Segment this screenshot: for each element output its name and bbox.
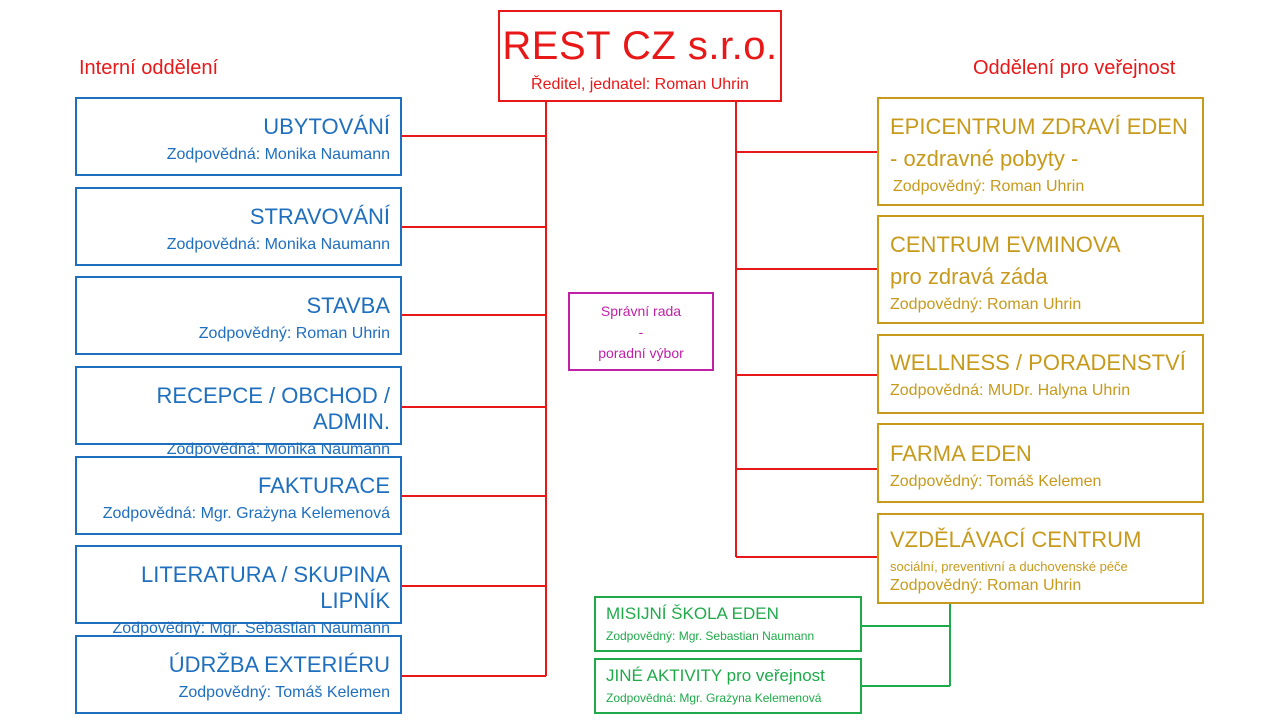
unit-manager: Zodpovědná: Mgr. Grażyna Kelemenová [606, 691, 822, 705]
dept-title: WELLNESS / PORADENSTVÍ [890, 350, 1186, 375]
dept-manager: Zodpovědná: MUDr. Halyna Uhrin [890, 382, 1131, 399]
dept-subtitle: pro zdravá záda [890, 264, 1048, 289]
advisory-board-box: Správní rada - poradní výbor [568, 292, 714, 371]
dept-title: FAKTURACE [257, 473, 390, 498]
public-section-label: Oddělení pro veřejnost [973, 57, 1176, 79]
dept-title: VZDĚLÁVACÍ CENTRUM [890, 527, 1142, 552]
dept-title: STRAVOVÁNÍ [249, 204, 390, 229]
dept-manager: Zodpovědná: Mgr. Grażyna Kelemenová [102, 505, 390, 522]
dept-title: UBYTOVÁNÍ [263, 114, 390, 139]
dept-title: EPICENTRUM ZDRAVÍ EDEN [890, 114, 1188, 139]
dept-manager: Zodpovědný: Tomáš Kelemen [178, 684, 390, 701]
dept-title: LITERATURA / SKUPINA LIPNÍK [141, 562, 390, 613]
dept-epicentrum: EPICENTRUM ZDRAVÍ EDEN - ozdravné pobyty… [877, 97, 1204, 206]
dept-fakturace: FAKTURACE Zodpovědná: Mgr. Grażyna Kelem… [75, 456, 402, 535]
unit-title: MISIJNÍ ŠKOLA EDEN [606, 604, 779, 623]
dept-manager: Zodpovědný: Roman Uhrin [890, 296, 1082, 313]
internal-section-label: Interní oddělení [79, 57, 218, 79]
company-director: Ředitel, jednatel: Roman Uhrin [531, 76, 749, 93]
dept-manager: Zodpovědný: Roman Uhrin [890, 577, 1082, 594]
dept-recepce: RECEPCE / OBCHOD / ADMIN. Zodpovědná: Mo… [75, 366, 402, 458]
dept-literatura: LITERATURA / SKUPINA LIPNÍK Zodpovědný: … [75, 545, 402, 637]
company-name: REST CZ s.r.o. [502, 24, 778, 68]
dept-title: CENTRUM EVMINOVA [890, 232, 1121, 257]
company-box: REST CZ s.r.o. Ředitel, jednatel: Roman … [498, 10, 782, 102]
dept-stavba: STAVBA Zodpovědný: Roman Uhrin [75, 276, 402, 355]
board-line-2: - [638, 324, 644, 340]
dept-manager: Zodpovědný: Roman Uhrin [198, 325, 390, 342]
unit-misijni-skola: MISIJNÍ ŠKOLA EDEN Zodpovědný: Mgr. Seba… [594, 596, 862, 652]
board-line-1: Správní rada [600, 303, 682, 319]
board-line-3: poradní výbor [598, 345, 684, 361]
unit-title: JINÉ AKTIVITY pro veřejnost [606, 666, 825, 685]
dept-manager: Zodpovědný: Roman Uhrin [893, 178, 1085, 195]
dept-title: ÚDRŽBA EXTERIÉRU [168, 652, 390, 677]
dept-manager: Zodpovědná: Monika Naumann [166, 236, 390, 253]
unit-jine-aktivity: JINÉ AKTIVITY pro veřejnost Zodpovědná: … [594, 658, 862, 714]
dept-manager: Zodpovědný: Mgr. Sebastian Naumann [112, 620, 391, 637]
dept-ubytovani: UBYTOVÁNÍ Zodpovědná: Monika Naumann [75, 97, 402, 176]
dept-vzdelavaci: VZDĚLÁVACÍ CENTRUM sociální, preventivní… [877, 513, 1204, 604]
dept-title: STAVBA [306, 293, 390, 318]
dept-manager: Zodpovědná: Monika Naumann [166, 441, 390, 458]
dept-manager: Zodpovědný: Tomáš Kelemen [890, 473, 1102, 490]
dept-subtitle: - ozdravné pobyty - [890, 146, 1079, 171]
dept-title: RECEPCE / OBCHOD / ADMIN. [156, 383, 390, 434]
dept-subtitle: sociální, preventivní a duchovenské péče [890, 559, 1128, 574]
unit-manager: Zodpovědný: Mgr. Sebastian Naumann [606, 629, 815, 643]
dept-udrzba: ÚDRŽBA EXTERIÉRU Zodpovědný: Tomáš Kelem… [75, 635, 402, 714]
dept-title: FARMA EDEN [890, 441, 1032, 466]
dept-farma: FARMA EDEN Zodpovědný: Tomáš Kelemen [877, 423, 1204, 503]
dept-manager: Zodpovědná: Monika Naumann [166, 146, 390, 163]
dept-wellness: WELLNESS / PORADENSTVÍ Zodpovědná: MUDr.… [877, 334, 1204, 414]
dept-stravovani: STRAVOVÁNÍ Zodpovědná: Monika Naumann [75, 187, 402, 266]
dept-evminova: CENTRUM EVMINOVA pro zdravá záda Zodpově… [877, 215, 1204, 324]
